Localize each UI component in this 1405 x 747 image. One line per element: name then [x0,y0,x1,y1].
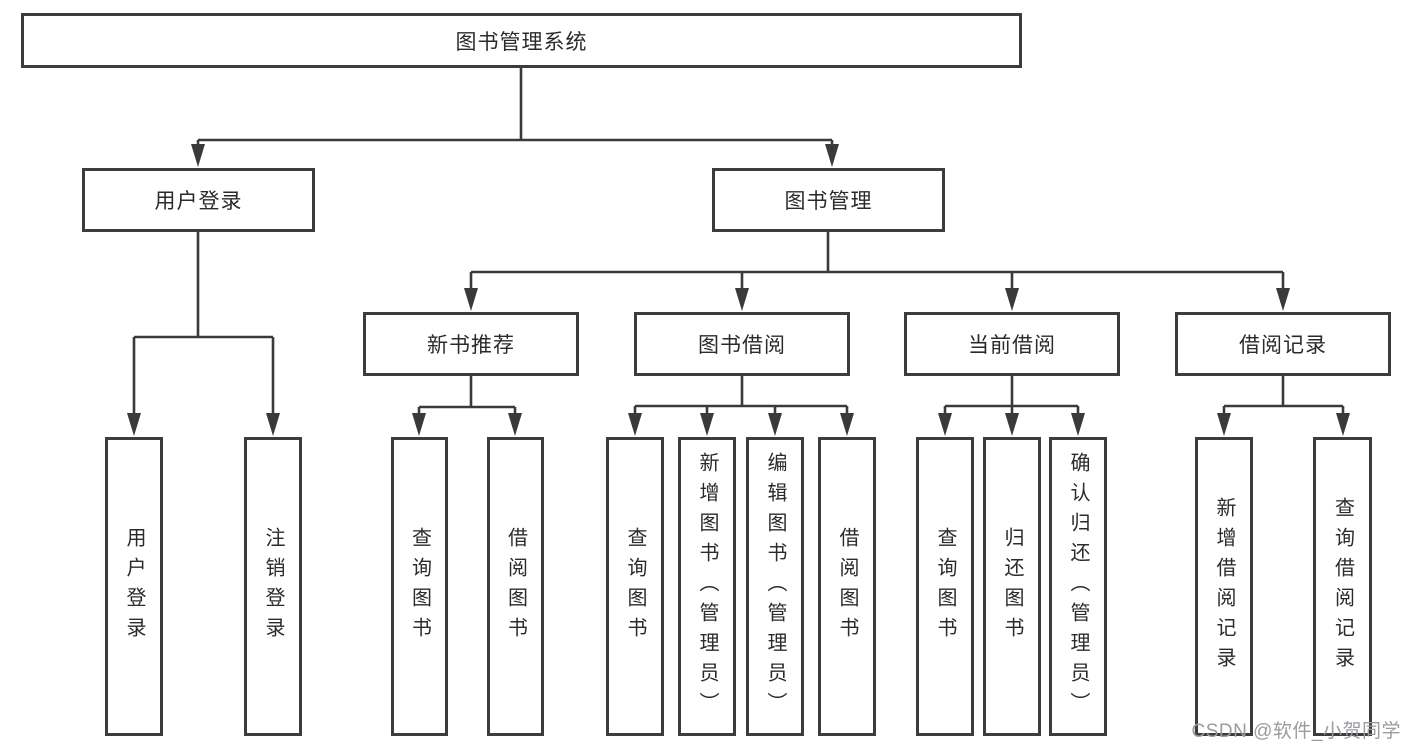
node-label: 归还图书 [1001,526,1023,647]
node-leaf-borrowing-query-books: 查询图书 [606,437,664,736]
node-leaf-records-add-record: 新增借阅记录 [1195,437,1253,736]
node-label: 查询借阅记录 [1331,496,1354,677]
node-label: 当前借阅 [968,334,1056,357]
node-leaf-current-query-books: 查询图书 [916,437,974,736]
node-label: 用户登录 [123,526,145,647]
node-label: 查询图书 [624,526,646,647]
node-group-book-borrowing: 图书借阅 [634,312,850,376]
node-label: 确认归还（管理员） [1067,451,1089,722]
node-label: 借阅图书 [836,526,858,647]
node-label: 查询图书 [934,526,956,647]
csdn-watermark: CSDN @软件_小贺同学 [1191,721,1401,742]
node-group-current-borrowing: 当前借阅 [904,312,1120,376]
node-label: 编辑图书（管理员） [764,451,786,722]
node-label: 图书借阅 [698,334,786,357]
node-leaf-user-login: 用户登录 [105,437,163,736]
node-leaf-borrowing-edit-books-admin: 编辑图书（管理员） [746,437,804,736]
node-leaf-current-return-books: 归还图书 [983,437,1041,736]
node-label: 用户登录 [154,190,243,213]
node-leaf-newrec-query-books: 查询图书 [391,437,448,736]
node-label: 新增图书（管理员） [696,451,718,722]
node-leaf-borrowing-borrow-books: 借阅图书 [818,437,876,736]
node-group-borrowing-records: 借阅记录 [1175,312,1391,376]
node-label: 新增借阅记录 [1213,496,1235,677]
node-label: 新书推荐 [427,334,515,357]
node-leaf-current-confirm-return-admin: 确认归还（管理员） [1049,437,1107,736]
node-label: 借阅图书 [504,526,527,647]
node-group-new-book-recommend: 新书推荐 [363,312,579,376]
node-branch-book-management: 图书管理 [712,168,945,232]
node-leaf-newrec-borrow-books: 借阅图书 [487,437,544,736]
node-branch-user-login: 用户登录 [82,168,315,232]
arrowheads [127,144,1350,436]
node-label: 图书管理 [784,190,873,213]
node-leaf-borrowing-add-books-admin: 新增图书（管理员） [678,437,736,736]
node-leaf-logout: 注销登录 [244,437,302,736]
node-root-system: 图书管理系统 [21,13,1022,68]
node-label: 借阅记录 [1239,334,1327,357]
node-leaf-records-query-record: 查询借阅记录 [1313,437,1372,736]
node-label: 图书管理系统 [455,30,588,54]
node-label: 查询图书 [408,526,431,647]
node-label: 注销登录 [262,526,284,647]
